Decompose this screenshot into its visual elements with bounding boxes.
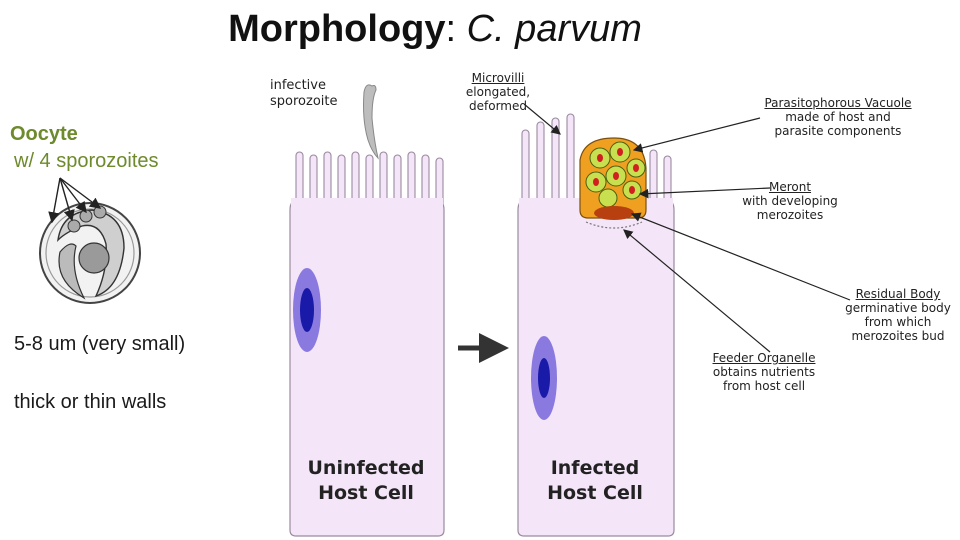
uninfected-cell-label: Uninfected Host Cell xyxy=(307,457,425,504)
oocyte-sub-label: w/ 4 sporozoites xyxy=(14,150,159,172)
uninfected-host-cell xyxy=(289,151,445,537)
title-italic: C. parvum xyxy=(466,8,642,50)
feeder-organelle-label: Feeder Organelle obtains nutrients from … xyxy=(712,351,816,393)
title-bold: Morphology xyxy=(228,8,446,50)
vacuole-label: Parasitophorous Vacuole made of host and… xyxy=(764,96,912,138)
oocyte-drawing xyxy=(39,177,141,304)
infective-sporozoite-label: infective sporozoite xyxy=(270,78,338,109)
oocyte-label: Oocyte xyxy=(10,123,78,145)
walls-label: thick or thin walls xyxy=(14,391,167,413)
infected-cell-label: Infected Host Cell xyxy=(547,457,643,504)
page-title: Morphology: C. parvum xyxy=(0,8,870,51)
residual-body-label: Residual Body germinative body from whic… xyxy=(845,287,951,343)
microvilli-label: Microvilli elongated, deformed xyxy=(465,71,531,113)
size-label: 5-8 um (very small) xyxy=(14,333,186,355)
infected-host-cell xyxy=(517,113,675,537)
title-colon: : xyxy=(445,8,467,50)
meront-label: Meront with developing merozoites xyxy=(742,180,838,222)
